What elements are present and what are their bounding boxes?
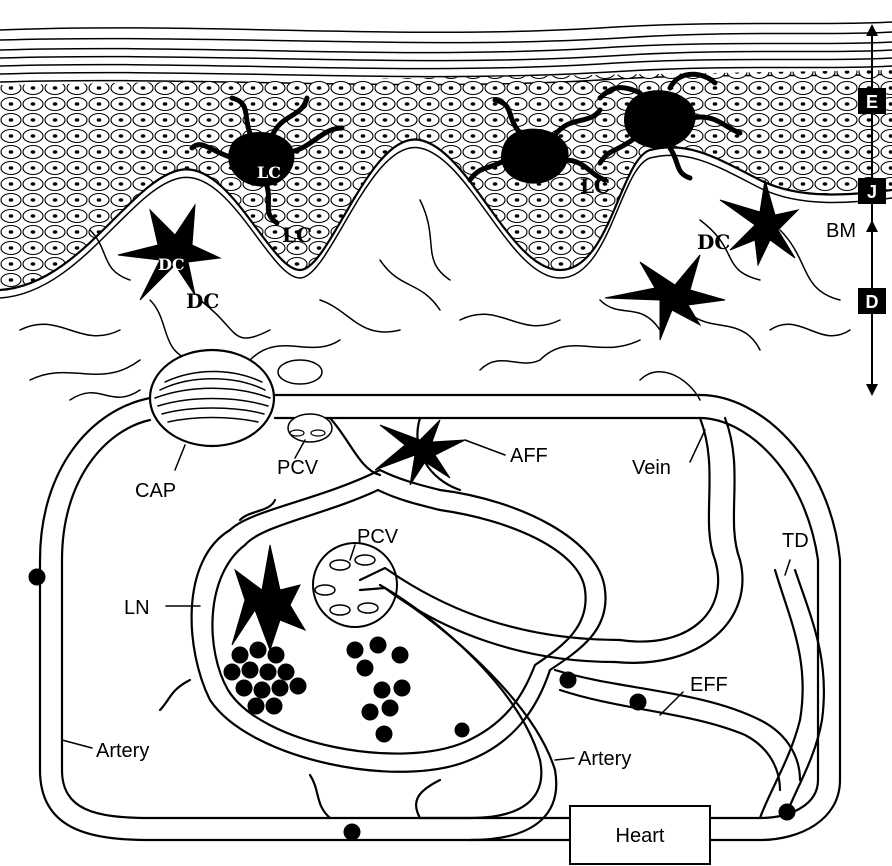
- labels: BM LC LC LC DC DC DC CAP PCV PCV AFF Vei…: [96, 163, 856, 847]
- label-ln: LN: [124, 597, 150, 619]
- label-lc-2: LC: [282, 223, 312, 247]
- epidermis: [0, 60, 892, 310]
- label-cap: CAP: [135, 480, 176, 502]
- label-dc-1: DC: [158, 255, 185, 274]
- vessels: [40, 350, 840, 864]
- label-artery-1: Artery: [96, 740, 149, 762]
- dendritic-cell-3: [605, 255, 725, 340]
- label-vein: Vein: [632, 457, 671, 479]
- lymph-node-capsule: [192, 470, 606, 772]
- label-artery-2: Artery: [578, 748, 631, 770]
- label-pcv-2: PCV: [357, 526, 399, 548]
- label-eff: EFF: [690, 674, 728, 696]
- label-bm: BM: [826, 220, 856, 242]
- dendritic-cell-2: [720, 180, 798, 265]
- dendritic-cell-node: [232, 545, 305, 650]
- label-dc-3: DC: [697, 230, 730, 254]
- label-aff: AFF: [510, 445, 548, 467]
- label-pcv-1: PCV: [277, 457, 319, 479]
- marker-e-text: E: [866, 92, 878, 112]
- marker-d-text: D: [866, 292, 879, 312]
- label-td: TD: [782, 530, 809, 552]
- label-dc-2: DC: [186, 289, 219, 313]
- label-heart: Heart: [616, 825, 665, 847]
- label-lc-1: LC: [257, 163, 281, 182]
- marker-j-text: J: [867, 182, 877, 202]
- label-lc-3: LC: [580, 174, 610, 198]
- dendritic-cell-1: [118, 205, 220, 300]
